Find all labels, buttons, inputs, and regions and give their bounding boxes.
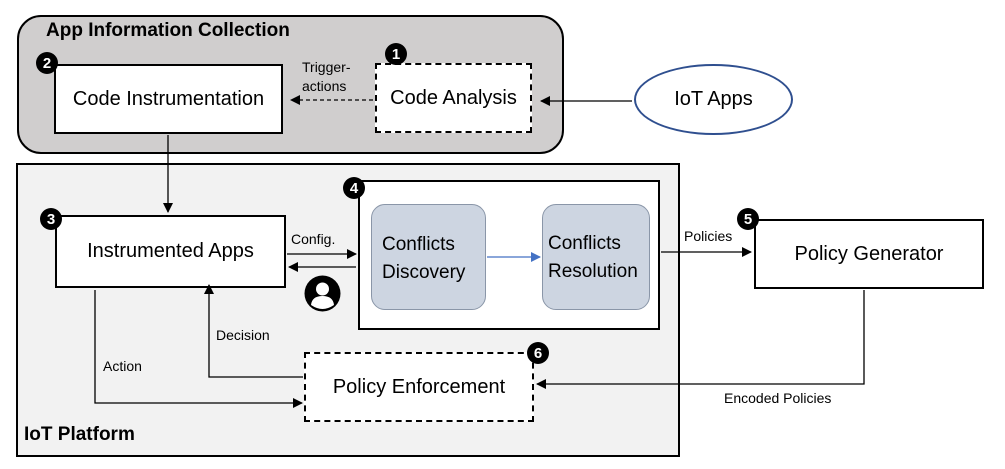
policy-enforcement-box: Policy Enforcement — [304, 352, 534, 422]
badge-1: 1 — [385, 43, 407, 65]
policy-generator-box: Policy Generator — [754, 219, 984, 289]
encoded-policies-label: Encoded Policies — [724, 390, 832, 406]
badge-5: 5 — [737, 208, 759, 230]
config-label: Config. — [291, 231, 336, 247]
conflicts-resolution-line1: Conflicts — [548, 233, 621, 254]
trigger-actions-line1: Trigger- — [302, 59, 351, 75]
arrow-encoded-policies — [536, 290, 865, 389]
code-analysis-label: Code Analysis — [390, 86, 517, 109]
policy-generator-label: Policy Generator — [794, 242, 944, 265]
conflicts-discovery-line1: Conflicts — [382, 234, 455, 255]
badge-6: 6 — [527, 342, 549, 364]
decision-label: Decision — [216, 327, 270, 343]
conflicts-discovery-box: Conflicts Discovery — [371, 204, 486, 310]
iot-platform-title: IoT Platform — [24, 424, 135, 445]
conflicts-discovery-line2: Discovery — [382, 262, 466, 283]
action-label: Action — [103, 358, 142, 374]
arrow-action — [94, 290, 303, 408]
badge-3: 3 — [40, 208, 62, 230]
badge-2: 2 — [36, 52, 58, 74]
code-instrumentation-box: Code Instrumentation — [54, 64, 283, 134]
code-instrumentation-label: Code Instrumentation — [72, 87, 265, 110]
trigger-actions-line2: actions — [302, 78, 347, 94]
badge-4: 4 — [343, 177, 365, 199]
conflicts-resolution-box: Conflicts Resolution — [542, 204, 650, 310]
policy-enforcement-label: Policy Enforcement — [332, 375, 506, 398]
instrumented-apps-label: Instrumented Apps — [87, 240, 254, 262]
iot-apps-label: IoT Apps — [674, 88, 753, 110]
user-icon — [304, 275, 341, 312]
code-analysis-box: Code Analysis — [375, 63, 532, 133]
arrow-decision — [204, 284, 303, 378]
conflicts-resolution-line2: Resolution — [548, 261, 638, 282]
app-information-collection-title: App Information Collection — [46, 20, 290, 41]
policies-label: Policies — [684, 228, 733, 244]
instrumented-apps-box: Instrumented Apps — [55, 215, 286, 288]
trigger-actions-label: Trigger- actions — [302, 58, 351, 96]
iot-apps-ellipse: IoT Apps — [634, 64, 793, 135]
